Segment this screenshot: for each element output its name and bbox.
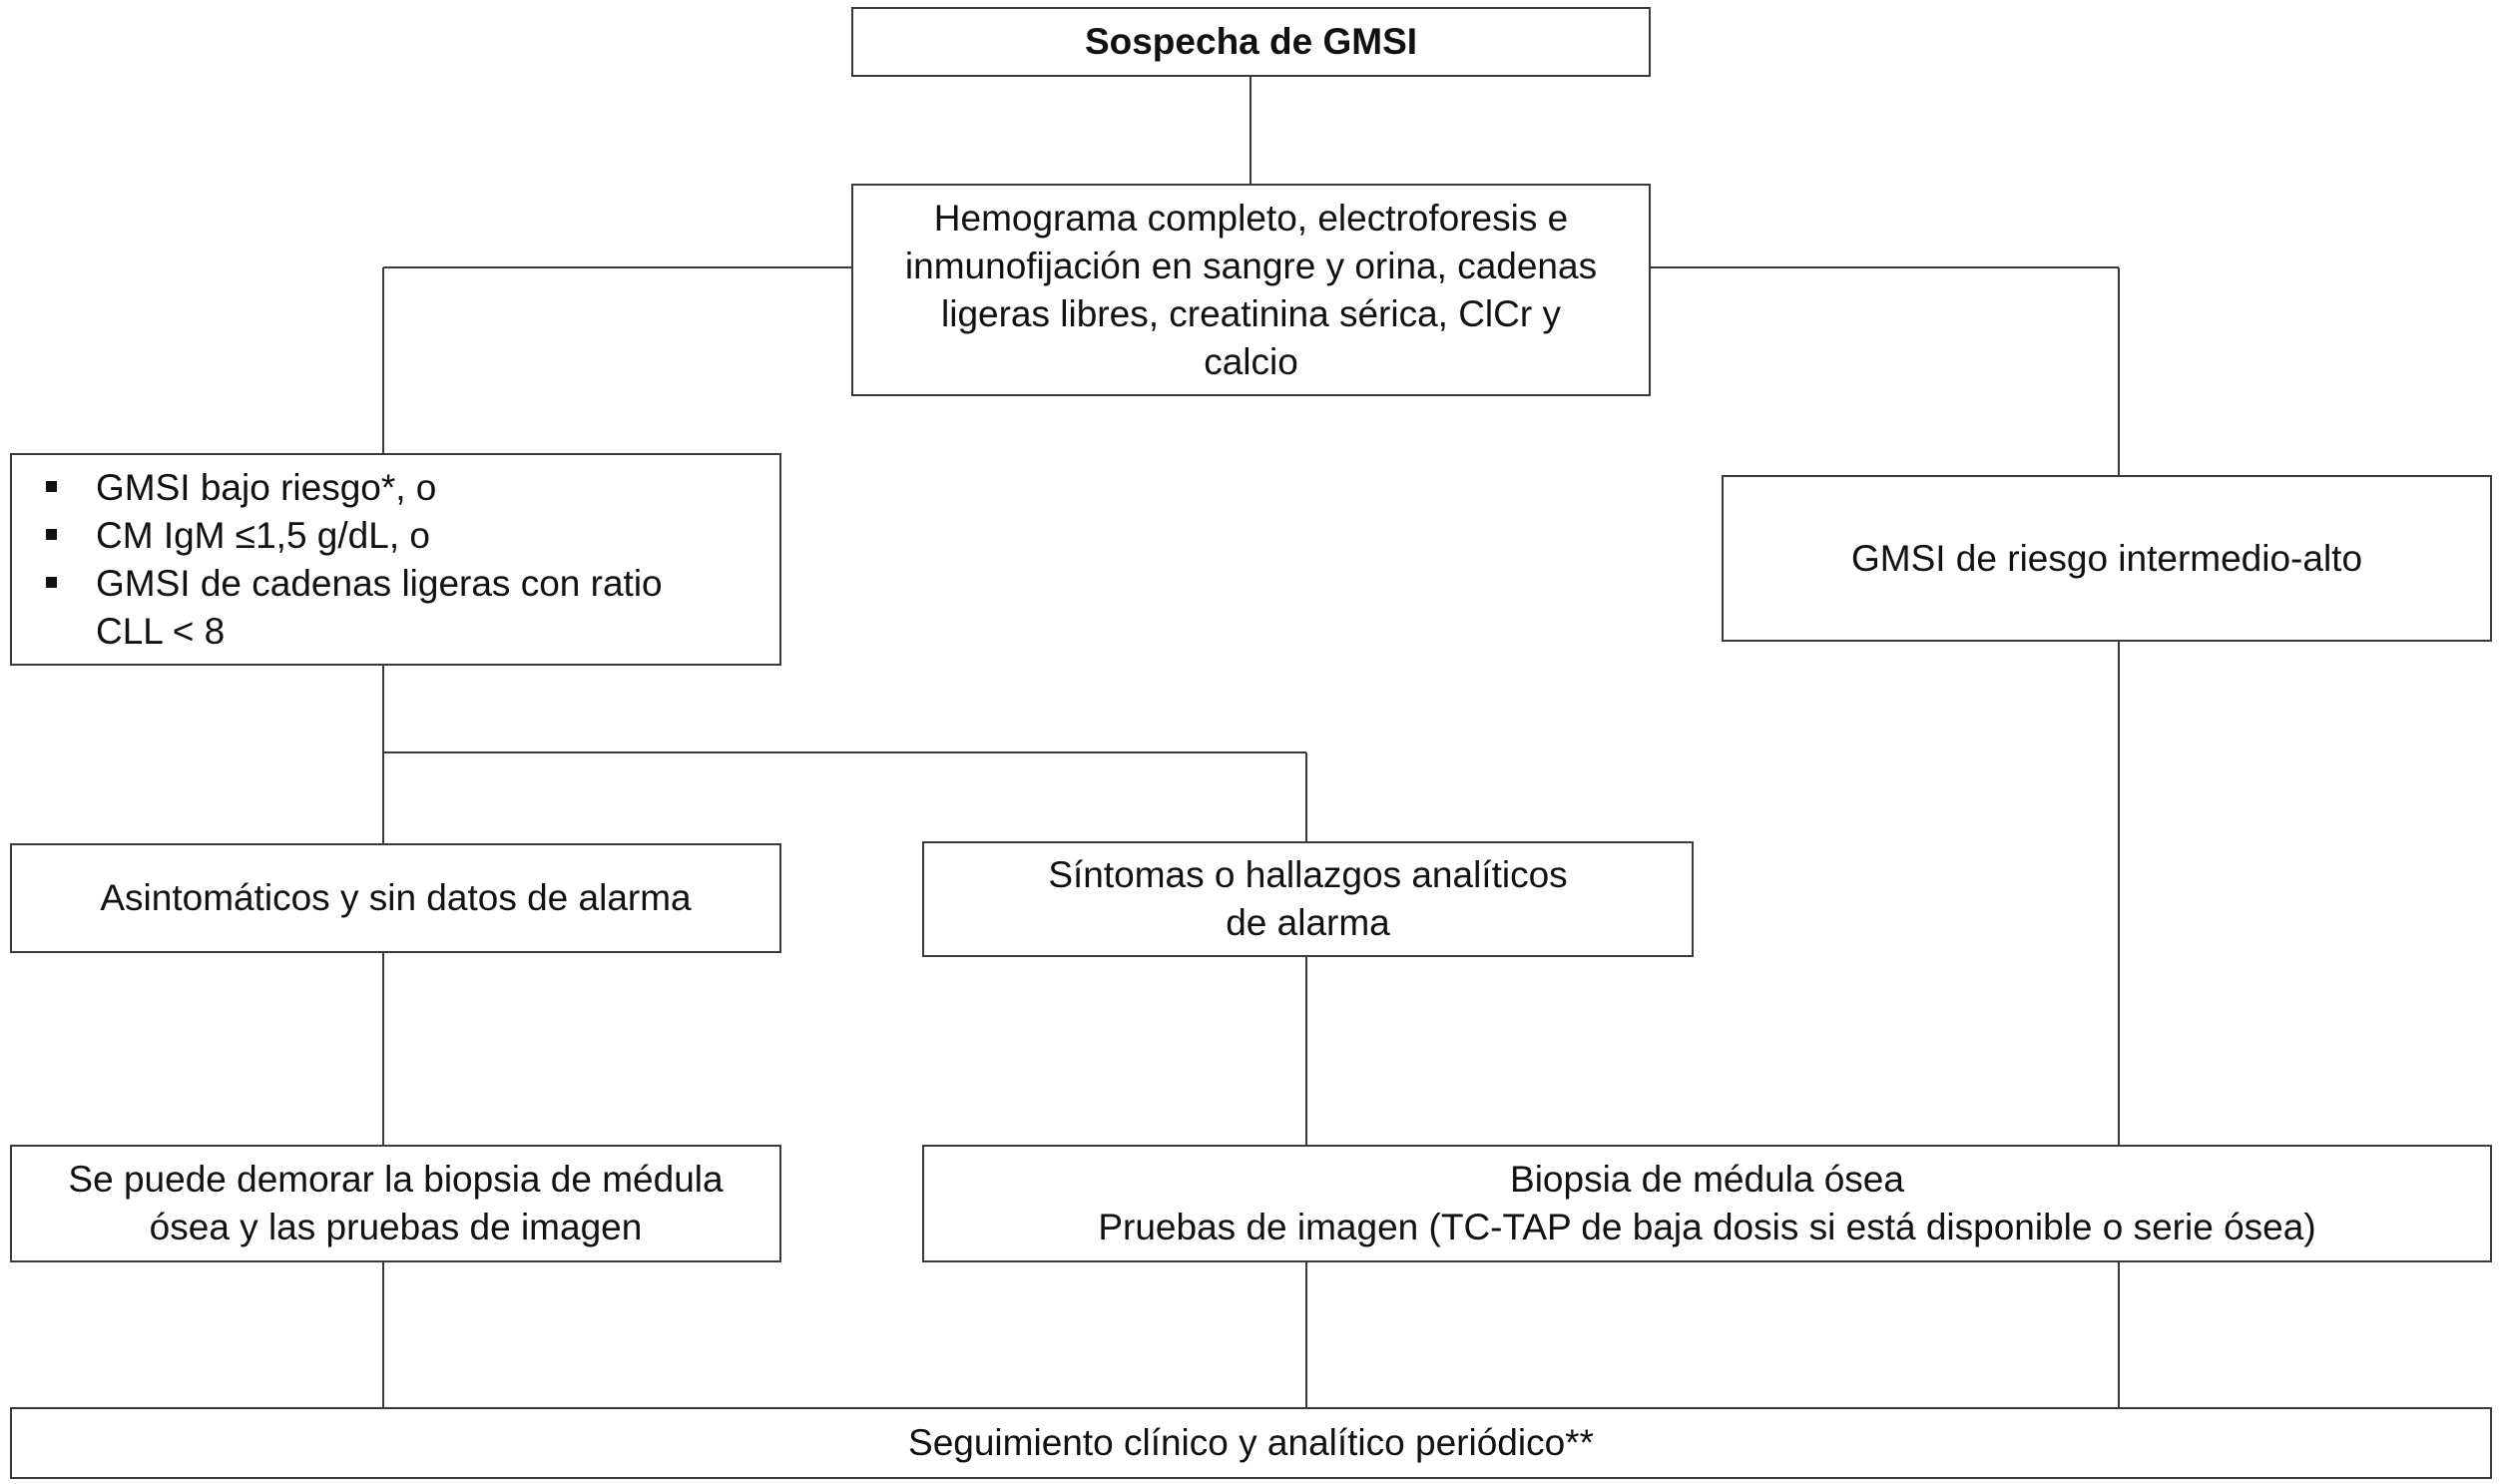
list-item: GMSI bajo riesgo*, o: [32, 464, 663, 512]
node-demorar-line-2: ósea y las pruebas de imagen: [149, 1207, 643, 1247]
node-sintomas-line-1: Síntomas o hallazgos analíticos: [1048, 854, 1568, 895]
node-demorar-text: Se puede demorar la biopsia de médula ós…: [68, 1156, 723, 1251]
node-seguimiento-label: Seguimiento clínico y analítico periódic…: [908, 1422, 1594, 1463]
node-biopsia-pruebas-imagen: Biopsia de médula ósea Pruebas de imagen…: [922, 1145, 2492, 1262]
node-sospecha-label: Sospecha de GMSI: [1084, 21, 1418, 62]
bajo-riesgo-list: GMSI bajo riesgo*, o CM IgM ≤1,5 g/dL, o…: [32, 464, 663, 656]
square-bullet-icon: [46, 528, 57, 540]
node-biopsia-line-1: Biopsia de médula ósea: [1510, 1159, 1904, 1200]
node-pruebas-line-1: Hemograma completo, electroforesis e: [933, 197, 1569, 239]
list-item-line: CM IgM ≤1,5 g/dL, o: [96, 514, 430, 556]
square-bullet-icon: [46, 480, 57, 492]
list-item-line: CLL < 8: [96, 610, 226, 652]
list-item-line: GMSI de cadenas ligeras con ratio: [96, 562, 663, 604]
node-pruebas-line-4: calcio: [1204, 340, 1298, 382]
node-pruebas-line-3: ligeras libres, creatinina sérica, ClCr …: [941, 292, 1561, 334]
node-pruebas-iniciales-text: Hemograma completo, electroforesis e inm…: [905, 195, 1597, 386]
node-sintomas-alarma: Síntomas o hallazgos analíticos de alarm…: [922, 841, 1694, 957]
node-biopsia-line-2: Pruebas de imagen (TC-TAP de baja dosis …: [1098, 1207, 2316, 1247]
node-asintomaticos-label: Asintomáticos y sin datos de alarma: [100, 877, 692, 918]
node-seguimiento: Seguimiento clínico y analítico periódic…: [10, 1407, 2492, 1479]
node-pruebas-iniciales: Hemograma completo, electroforesis e inm…: [851, 184, 1651, 396]
node-sintomas-line-2: de alarma: [1226, 902, 1390, 943]
node-demorar-biopsia: Se puede demorar la biopsia de médula ós…: [10, 1145, 781, 1262]
node-bajo-riesgo: GMSI bajo riesgo*, o CM IgM ≤1,5 g/dL, o…: [10, 453, 781, 666]
list-item-line: GMSI bajo riesgo*, o: [96, 466, 437, 508]
node-asintomaticos: Asintomáticos y sin datos de alarma: [10, 843, 781, 953]
node-sospecha-gmsi: Sospecha de GMSI: [851, 7, 1651, 77]
node-intermedio-label: GMSI de riesgo intermedio-alto: [1850, 537, 2363, 579]
node-riesgo-intermedio-alto: GMSI de riesgo intermedio-alto: [1722, 475, 2492, 642]
node-pruebas-line-2: inmunofijación en sangre y orina, cadena…: [904, 245, 1598, 286]
node-sintomas-text: Síntomas o hallazgos analíticos de alarm…: [1048, 851, 1567, 947]
list-item: CM IgM ≤1,5 g/dL, o: [32, 512, 663, 560]
square-bullet-icon: [46, 576, 57, 588]
node-biopsia-text: Biopsia de médula ósea Pruebas de imagen…: [1098, 1156, 2315, 1251]
node-demorar-line-1: Se puede demorar la biopsia de médula: [68, 1159, 724, 1200]
list-item: GMSI de cadenas ligeras con ratio CLL < …: [32, 560, 663, 656]
